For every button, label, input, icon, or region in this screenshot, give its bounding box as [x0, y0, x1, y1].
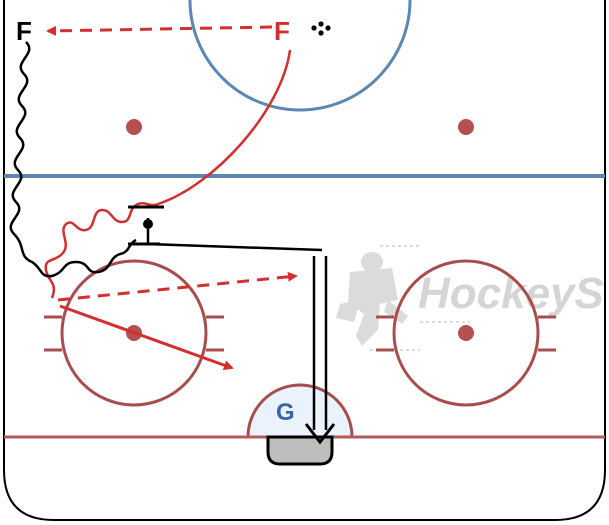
neutral-zone-dot-right: [458, 119, 474, 135]
puck-pile-icon: [311, 21, 331, 36]
rink-boards: [3, 0, 606, 521]
pass-arrow-to-left-forward: [46, 25, 273, 36]
player-forward-right: F: [274, 16, 290, 46]
goal-net: [266, 435, 334, 466]
forward-black-pass-line: [146, 218, 323, 252]
center-circle: [188, 0, 412, 112]
player-goalie: G: [276, 399, 295, 426]
puck-marker: [143, 219, 153, 229]
faceoff-circle-right: [376, 259, 556, 407]
forward-black-skate-path: [9, 41, 137, 278]
watermark-player-icon: [336, 252, 408, 346]
shot-arrow-to-goal: [304, 256, 336, 445]
forward-red-skate-path: [157, 49, 292, 206]
neutral-zone-dot-left: [126, 119, 142, 135]
forward-red-drive-arrow: [59, 304, 234, 370]
goal-crease: [246, 383, 354, 439]
forward-red-puck-carry: [44, 202, 159, 299]
player-forward-left: F: [16, 16, 32, 46]
pass-arrow-to-slot: [57, 271, 298, 302]
